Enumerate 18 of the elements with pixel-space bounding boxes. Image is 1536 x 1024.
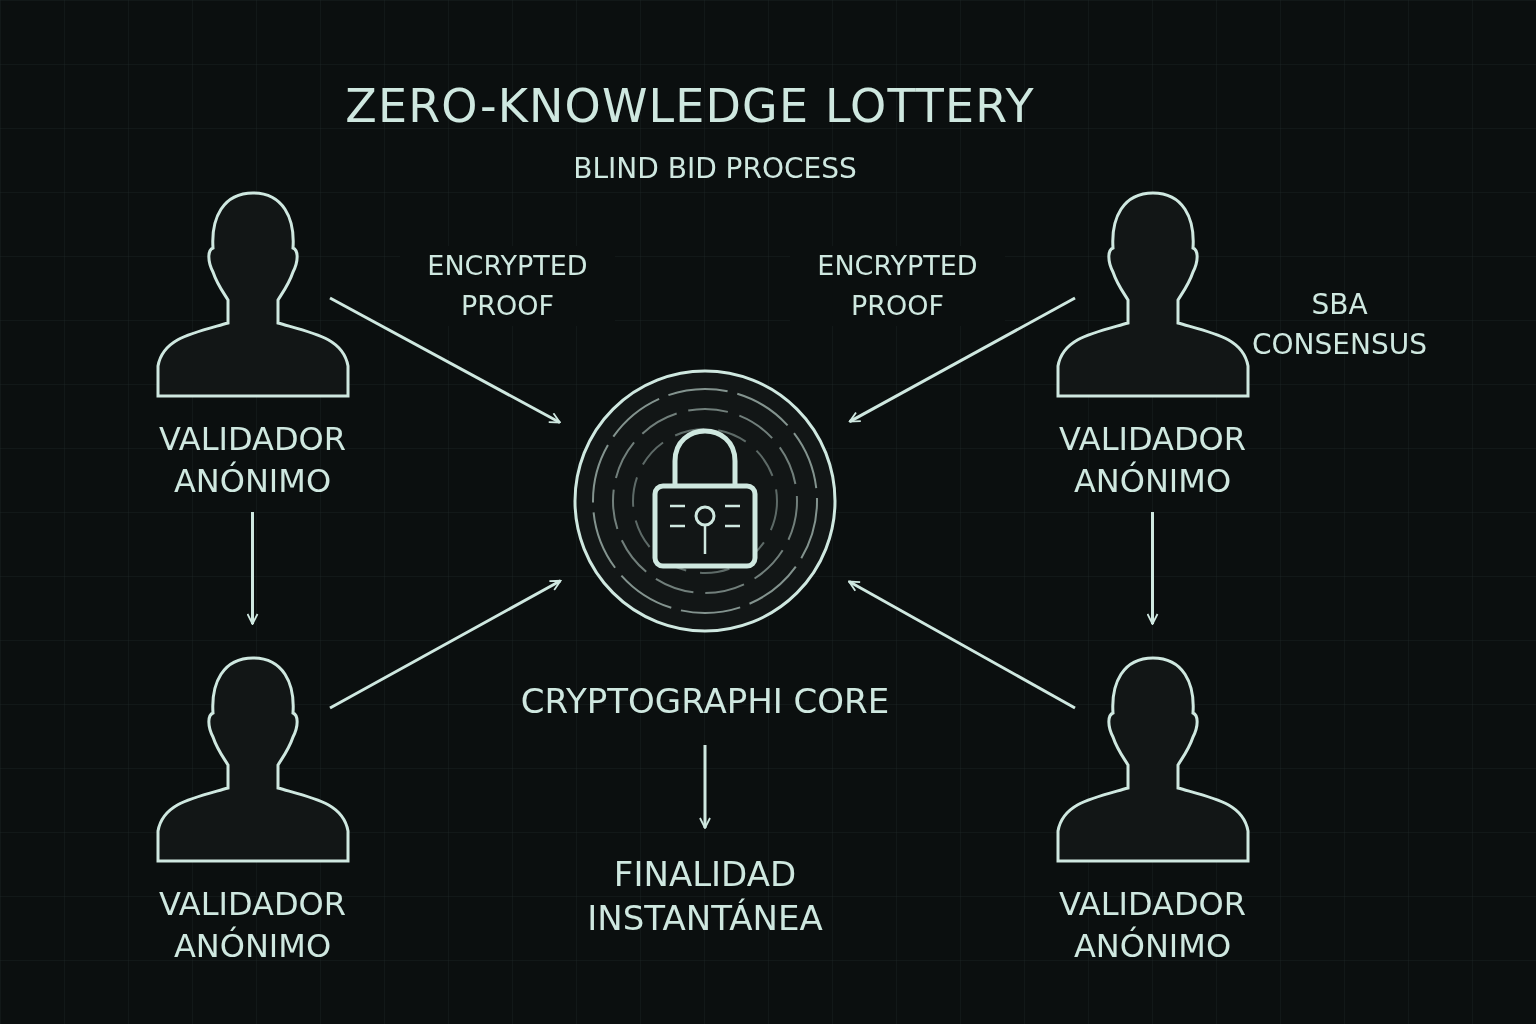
node-label: VALIDADOR ANÓNIMO (158, 419, 347, 502)
node-label: VALIDADOR ANÓNIMO (158, 884, 347, 967)
arrow (1146, 512, 1159, 625)
node-label: VALIDADOR ANÓNIMO (1058, 884, 1247, 967)
arrow (246, 512, 259, 625)
arrow (848, 580, 1076, 710)
arrow (329, 579, 562, 710)
arrow (329, 296, 561, 424)
diagram-title: ZERO-KNOWLEDGE LOTTERY (344, 78, 1036, 135)
node-label: CRYPTOGRAPHI CORE (520, 680, 890, 723)
node-label: FINALIDAD INSTANTÁNEA (586, 853, 824, 940)
node-label: VALIDADOR ANÓNIMO (1058, 419, 1247, 502)
arrow (699, 745, 711, 829)
side-note: SBA CONSENSUS (1251, 287, 1428, 363)
edge-label: ENCRYPTED PROOF (400, 246, 615, 326)
subtitle: BLIND BID PROCESS (572, 151, 858, 187)
edge-label: ENCRYPTED PROOF (790, 246, 1005, 326)
arrow (848, 296, 1076, 423)
